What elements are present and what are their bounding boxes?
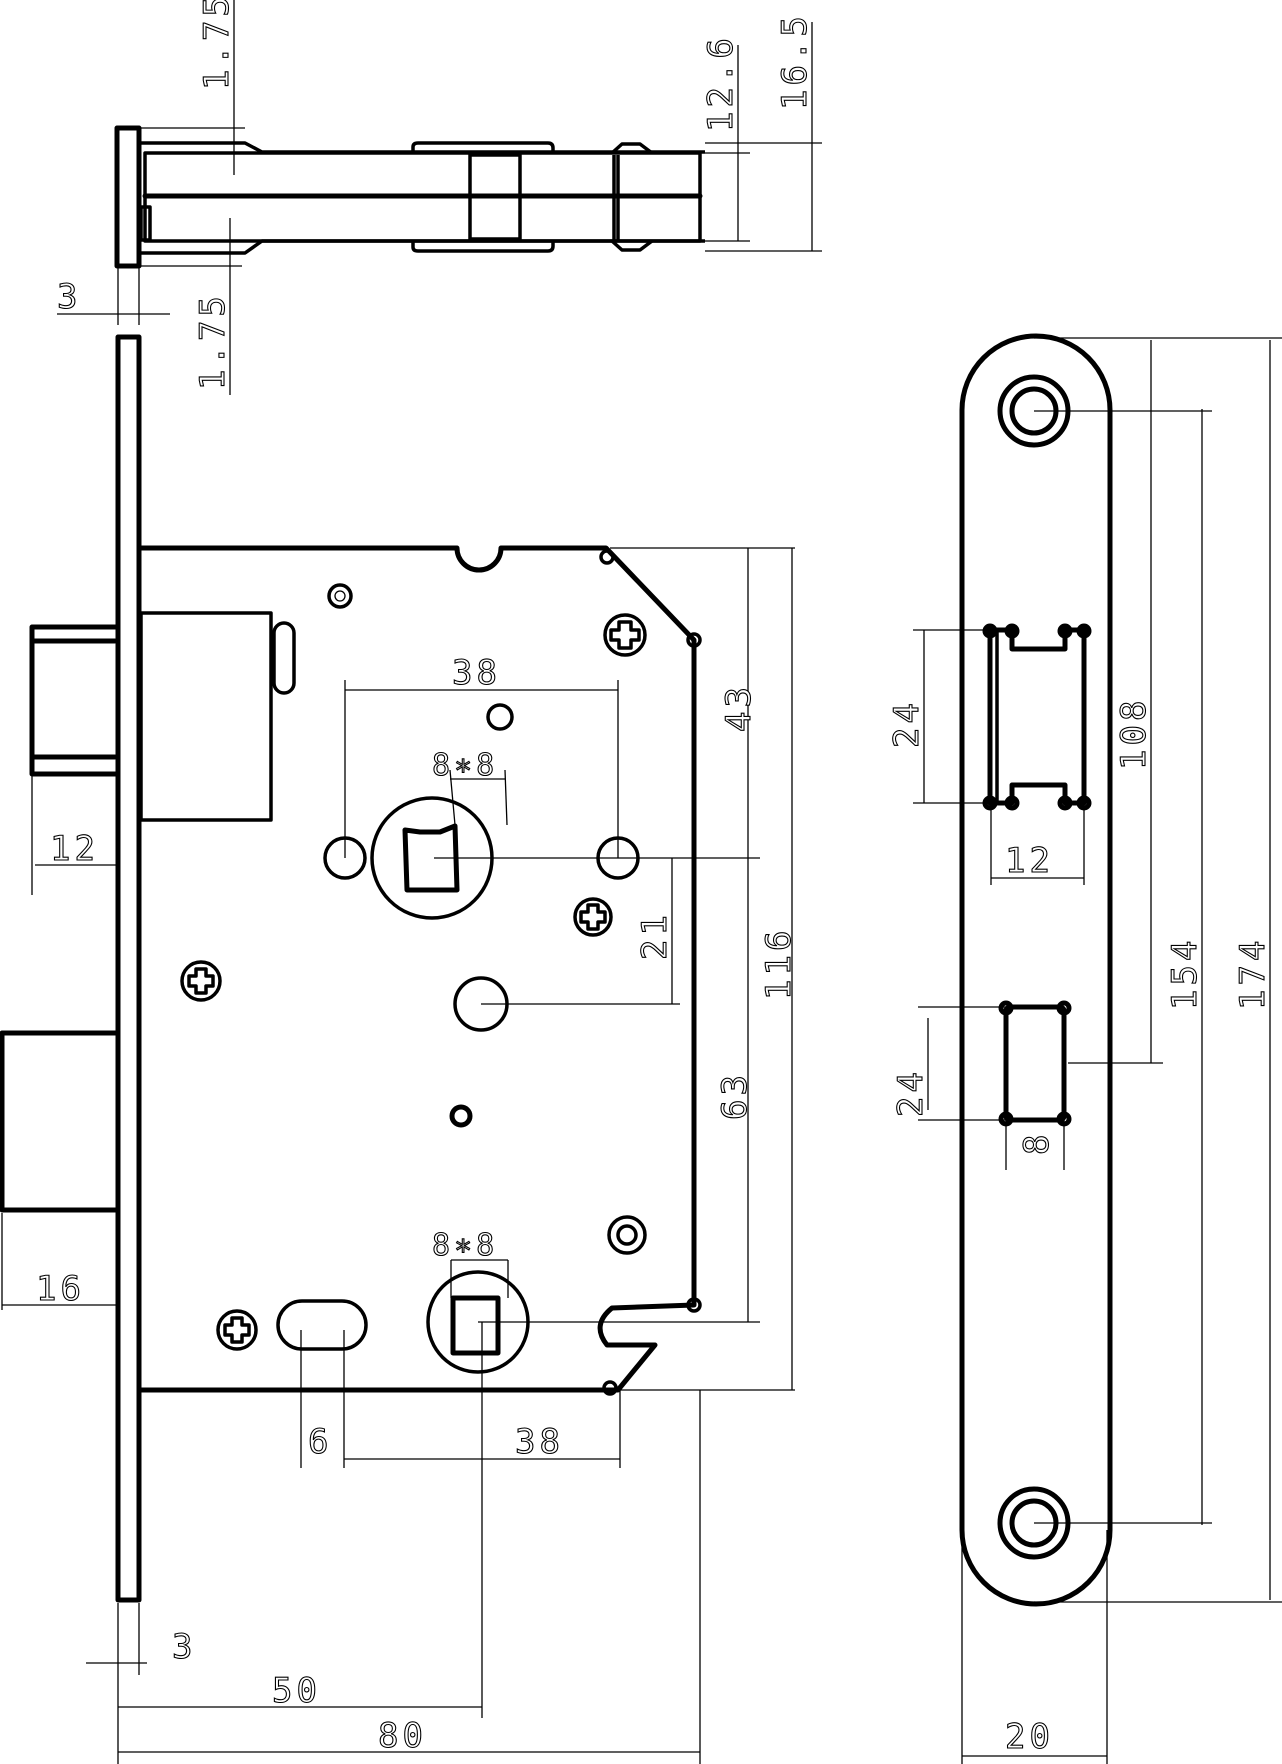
dim-slot-width: 6: [308, 1422, 332, 1462]
dim-top-offset: 1.75: [197, 0, 237, 90]
deadbolt: [0, 1030, 121, 1213]
dim-latch-opening-width: 12: [1005, 841, 1054, 881]
small-hole: [486, 703, 514, 731]
strike-plate-outline: [959, 333, 1113, 1607]
rivet-top: [327, 583, 353, 609]
dim-body-inner: 12.6: [701, 34, 741, 132]
screw-icon: [603, 613, 647, 657]
cylinder-square: [450, 1295, 501, 1356]
side-view: 38 8∗8 43 21 63 116 8∗8 12 16 6 38 3 50 …: [0, 334, 800, 1764]
dim-follower-spacing: 38: [452, 653, 501, 693]
dim-overall-length: 174: [1233, 937, 1273, 1010]
bolt-opening: [998, 1000, 1072, 1127]
top-faceplate: [114, 125, 142, 269]
dim-bottom-faceplate: 3: [172, 1627, 196, 1667]
rivet-bottom: [607, 1215, 647, 1255]
dim-bolt-opening-height: 24: [891, 1068, 931, 1117]
dim-top-to-follower: 43: [719, 683, 759, 732]
top-view: 1.75 1.75 3 12.6 16.5: [56, 0, 822, 395]
dim-cylinder-offset: 38: [515, 1422, 564, 1462]
screw-icon: [180, 960, 222, 1002]
dim-body-outer: 16.5: [775, 12, 815, 110]
dim-follower-to-cylinder: 63: [715, 1071, 755, 1120]
dim-bottom-offset: 1.75: [193, 292, 233, 390]
dim-case-depth: 80: [378, 1716, 427, 1756]
slot-horizontal: [276, 1299, 368, 1351]
top-follower-block: [468, 153, 522, 241]
dim-case-height: 116: [759, 927, 799, 1000]
small-pin: [449, 1104, 473, 1128]
latch-bolt: [29, 624, 121, 777]
upper-follower-square: [402, 823, 460, 893]
dim-latch-to-bolt: 108: [1114, 697, 1154, 770]
dim-plate-width: 20: [1005, 1717, 1054, 1757]
strike-plate: 24 12 24 8 108 154 174 20: [886, 333, 1282, 1764]
lock-case-outline: [138, 545, 697, 1393]
dim-latch-opening-height: 24: [887, 699, 927, 748]
dim-cylinder-square: 8∗8: [432, 1228, 498, 1263]
dim-screw-spacing: 154: [1165, 937, 1205, 1010]
side-faceplate: [115, 334, 142, 1603]
screw-icon: [573, 897, 613, 937]
top-body-case: [143, 151, 702, 243]
dim-follower-square: 8∗8: [432, 748, 498, 783]
slot-vertical: [272, 621, 296, 695]
dim-bolt-opening-width: 8: [1017, 1131, 1057, 1155]
dim-backset: 50: [272, 1671, 321, 1711]
latch-opening: [982, 623, 1092, 811]
latch-mechanism: [139, 611, 273, 822]
dim-deadbolt-projection: 16: [36, 1269, 85, 1309]
dim-top-faceplate: 3: [57, 277, 81, 317]
dim-latch-projection: 12: [50, 829, 99, 869]
dim-follower-to-hole: 21: [635, 911, 675, 960]
screw-icon: [216, 1309, 258, 1351]
